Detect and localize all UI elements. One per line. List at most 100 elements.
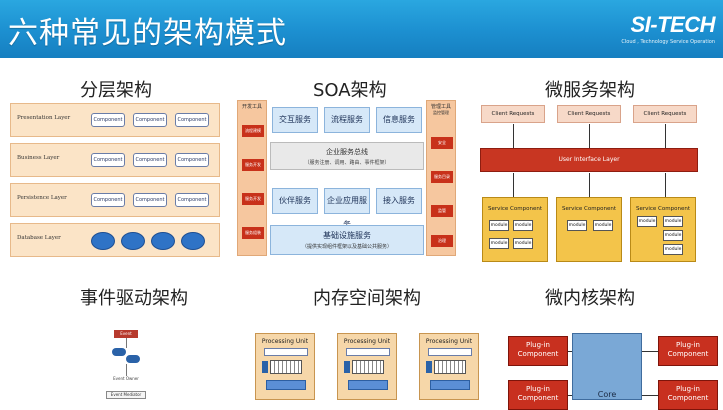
module: module — [637, 216, 657, 227]
soa-service: 信息服务 — [376, 107, 422, 133]
event-node — [126, 355, 140, 363]
dev-tools-title: 开发工具 — [241, 104, 262, 110]
database-icon — [181, 232, 205, 250]
unit-block — [344, 361, 350, 373]
logo-subtitle: Cloud , Technology Service Operation — [621, 39, 715, 45]
component: Component — [175, 193, 209, 207]
dev-tool-item: 流程建模 — [242, 125, 264, 137]
esb-subtitle: （服务注册、调用、路由、事件框架） — [304, 160, 390, 166]
module: module — [663, 244, 683, 255]
plugin-component: Plug-in Component — [508, 336, 568, 366]
processing-unit-title: Processing Unit — [261, 338, 309, 345]
unit-module — [430, 380, 470, 390]
arrow-line — [513, 173, 514, 197]
title-banner: 六种常见的架构模式 SI-TECH Cloud , Technology Ser… — [0, 0, 723, 58]
soa-mgmt-tools: 管理工具 监控管理 安全 服务目录 监管 治理 — [426, 100, 456, 256]
infra-title: 基础设施服务 — [323, 231, 371, 240]
dev-tool-item: 服务开发 — [242, 193, 264, 205]
soa-title: SOA架构 — [313, 80, 387, 101]
unit-block — [426, 361, 432, 373]
module: module — [567, 220, 587, 231]
component: Component — [91, 113, 125, 127]
persistence-layer: Persistence Layer Component Component Co… — [10, 183, 220, 217]
arrow-line — [589, 173, 590, 197]
company-logo: SI-TECH Cloud , Technology Service Opera… — [621, 12, 715, 45]
business-layer: Business Layer Component Component Compo… — [10, 143, 220, 177]
unit-module — [266, 380, 306, 390]
microservices-title: 微服务架构 — [545, 80, 635, 101]
connector-line — [642, 351, 658, 352]
event-box: Event — [114, 330, 138, 338]
arrow-line — [126, 338, 127, 348]
client-requests: Client Requests — [557, 105, 621, 123]
layer-label: Business Layer — [17, 155, 60, 161]
database-icon — [151, 232, 175, 250]
component: Component — [175, 153, 209, 167]
event-owner-label: Event Owner — [113, 376, 139, 381]
connector-line — [568, 395, 572, 396]
mgmt-tool-item: 治理 — [431, 235, 453, 247]
page-title: 六种常见的架构模式 — [8, 16, 287, 51]
module: module — [593, 220, 613, 231]
service-title: Service Component — [487, 206, 542, 212]
component: Component — [175, 113, 209, 127]
component: Component — [91, 153, 125, 167]
processing-unit: Processing Unit — [419, 333, 479, 400]
soa-service: 伙伴服务 — [272, 188, 318, 214]
microkernel-title: 微内核架构 — [545, 288, 635, 309]
client-requests: Client Requests — [481, 105, 545, 123]
database-icon — [91, 232, 115, 250]
memory-grid — [352, 360, 384, 374]
event-title: 事件驱动架构 — [80, 288, 188, 309]
dev-tool-item: 服务开发 — [242, 159, 264, 171]
soa-esb: 企业服务总线 （服务注册、调用、路由、事件框架） — [270, 142, 424, 170]
soa-service: 企业应用服务 — [324, 188, 370, 229]
client-requests: Client Requests — [633, 105, 697, 123]
processing-unit-title: Processing Unit — [343, 338, 391, 345]
unit-module — [346, 348, 390, 356]
service-component: Service Component module module module m… — [630, 197, 696, 262]
layer-label: Database Layer — [17, 235, 61, 241]
processing-unit-title: Processing Unit — [425, 338, 473, 345]
plugin-component: Plug-in Component — [658, 380, 718, 410]
processing-unit: Processing Unit — [255, 333, 315, 400]
arrow-line — [665, 173, 666, 197]
unit-module — [348, 380, 388, 390]
layer-label: Persistence Layer — [17, 195, 67, 201]
dev-tool-item: 服务组装 — [242, 227, 264, 239]
soa-infrastructure: 基础设施服务 （提供实现组件框架以及基础公共服务） — [270, 225, 424, 255]
module: module — [513, 238, 533, 249]
database-layer: Database Layer — [10, 223, 220, 257]
module: module — [663, 230, 683, 241]
inmemory-title: 内存空间架构 — [313, 288, 421, 309]
plugin-component: Plug-in Component — [658, 336, 718, 366]
arrow-line — [513, 124, 514, 148]
logo-text: SI-TECH — [630, 12, 716, 37]
presentation-layer: Presentation Layer Component Component C… — [10, 103, 220, 137]
database-icon — [121, 232, 145, 250]
module: module — [489, 238, 509, 249]
layered-title: 分层架构 — [80, 80, 152, 101]
connector-line — [568, 351, 572, 352]
event-node — [112, 348, 126, 356]
soa-service: 流程服务 — [324, 107, 370, 133]
user-interface-layer: User Interface Layer — [480, 148, 698, 172]
service-component: Service Component module module — [556, 197, 622, 262]
mgmt-tool-item: 安全 — [431, 137, 453, 149]
unit-module — [264, 348, 308, 356]
plugin-component: Plug-in Component — [508, 380, 568, 410]
infra-subtitle: （提供实现组件框架以及基础公共服务） — [301, 244, 392, 250]
component: Component — [133, 153, 167, 167]
component: Component — [91, 193, 125, 207]
memory-grid — [270, 360, 302, 374]
component: Component — [133, 193, 167, 207]
soa-service: 接入服务 — [376, 188, 422, 214]
soa-dev-tools: 开发工具 流程建模 服务开发 服务开发 服务组装 — [237, 100, 267, 256]
event-mediator: Event Mediator — [106, 391, 146, 399]
soa-service: 交互服务 — [272, 107, 318, 133]
connector-line — [642, 395, 658, 396]
mgmt-tool-item: 监管 — [431, 205, 453, 217]
component: Component — [133, 113, 167, 127]
memory-grid — [434, 360, 466, 374]
arrow-line — [126, 364, 127, 376]
